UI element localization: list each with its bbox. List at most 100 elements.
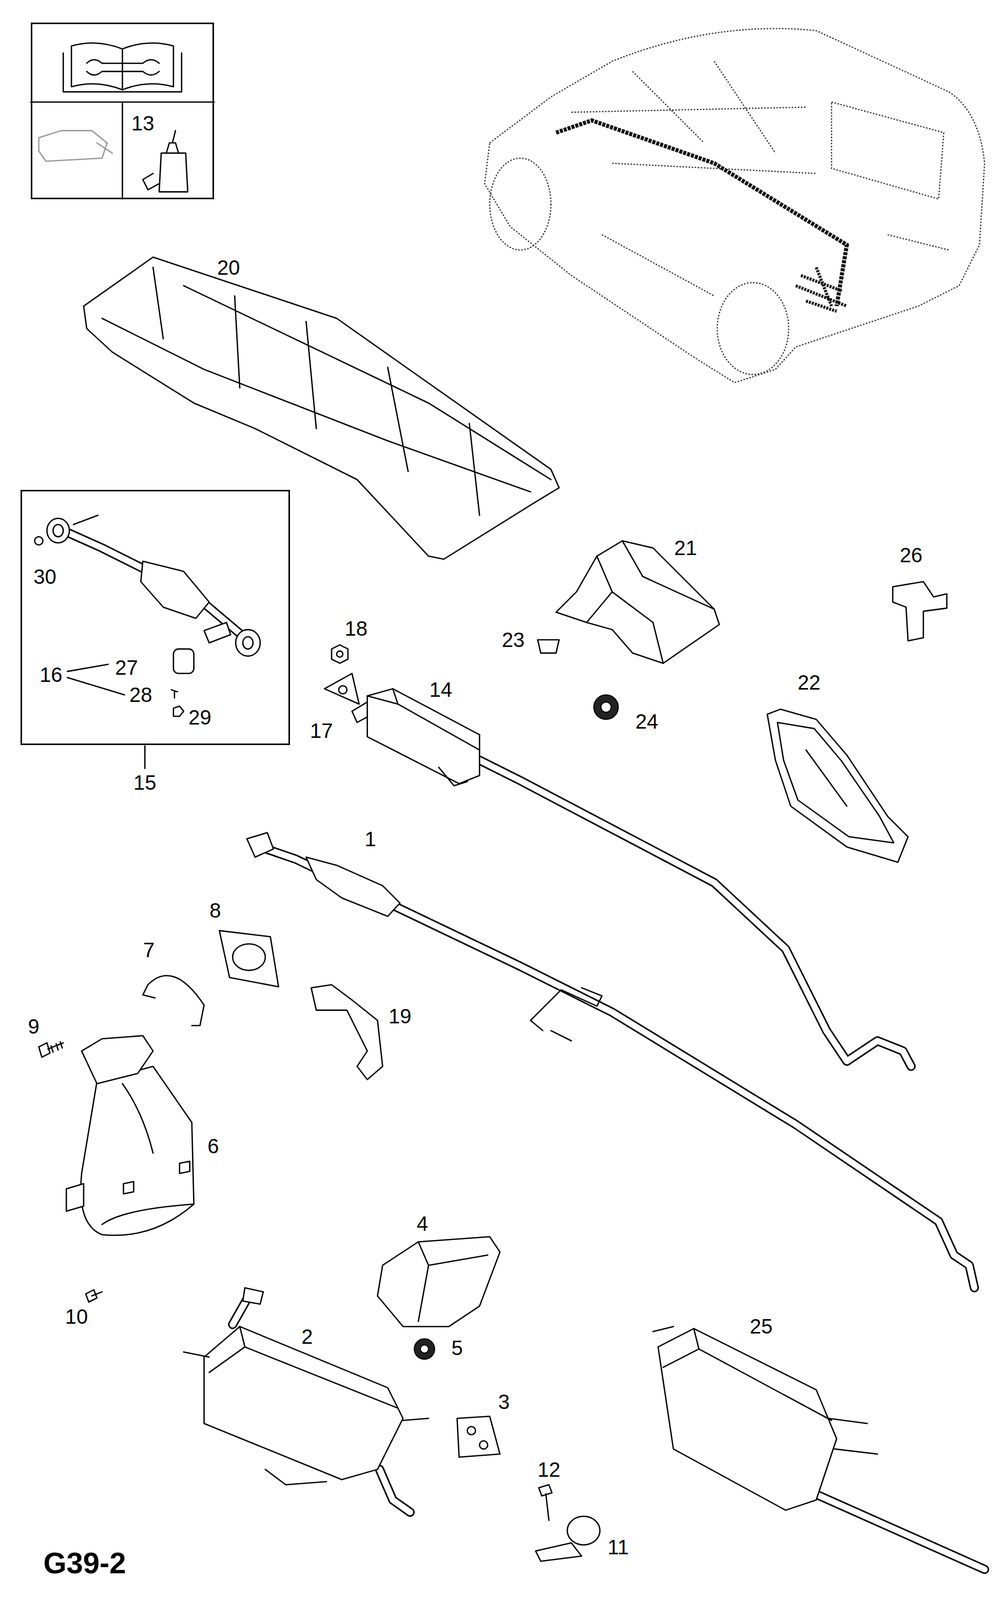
car-outline-line — [489, 158, 551, 250]
callout-number: 29 — [188, 706, 212, 728]
centre-silencer-line — [377, 1236, 500, 1327]
rear-silencer — [324, 644, 912, 1067]
centre-silencer-line — [467, 1425, 476, 1435]
symbol-box: 13 — [30, 22, 215, 200]
centre-silencer-line — [379, 1468, 411, 1512]
rear-silencer-line — [331, 644, 348, 664]
converter-parts-line — [91, 1291, 103, 1296]
converter-parts-line — [80, 1066, 194, 1235]
manual-icon-line — [30, 102, 215, 200]
converter-parts — [39, 930, 383, 1302]
tail-silencer — [535, 1325, 985, 1569]
front-pipe-inset-line — [34, 536, 44, 545]
shield-parts-line — [777, 722, 895, 843]
front-pipe-inset-line — [140, 560, 209, 618]
front-pipe-inset — [34, 515, 261, 769]
callout-number: 11 — [607, 1536, 630, 1557]
converter-parts-line — [232, 943, 266, 971]
rear-silencer-line — [367, 688, 480, 784]
front-pipe-inset-line — [63, 530, 245, 638]
rear-silencer-line — [336, 650, 343, 657]
exhaust-pipe-line — [260, 846, 975, 1287]
heat-shield-line — [83, 257, 559, 559]
converter-parts-line — [39, 1042, 51, 1057]
converter-parts-line — [81, 1035, 153, 1083]
exhaust-pipe-line — [246, 832, 274, 858]
callout-number: 24 — [635, 710, 659, 732]
callout-number: 30 — [33, 566, 57, 587]
callout-number: 14 — [429, 679, 453, 700]
heat-shield — [83, 257, 559, 559]
car-outline-line — [571, 61, 949, 296]
converter-parts-line — [219, 930, 279, 986]
rear-silencer-line — [338, 685, 347, 694]
shield-parts-line — [767, 708, 908, 862]
callout-number: 28 — [129, 684, 153, 705]
centre-silencer-line — [379, 1468, 411, 1512]
shield-parts-line — [537, 639, 560, 653]
tail-silencer-line — [805, 1488, 985, 1569]
manual-icon — [30, 43, 215, 200]
callout-number: 15 — [133, 771, 157, 793]
front-pipe-inset-line — [242, 636, 254, 649]
car-outline-line — [796, 267, 847, 312]
car-outline-line — [555, 120, 847, 306]
converter-parts-line — [142, 975, 204, 1025]
tail-silencer-line — [567, 1515, 601, 1545]
heat-shield-line — [102, 267, 552, 516]
callout-number: 13 — [131, 112, 155, 134]
converter-parts-line — [102, 1082, 195, 1224]
callout-number: 22 — [797, 671, 821, 693]
manual-icon-line — [159, 152, 188, 192]
exhaust-pipe — [246, 832, 975, 1288]
callout-number: 26 — [899, 544, 923, 566]
callout-number: 25 — [749, 1315, 773, 1337]
shield-parts-line — [593, 694, 619, 720]
centre-silencer — [183, 1236, 500, 1513]
manual-icon-line — [142, 130, 179, 190]
tail-silencer-line — [652, 1325, 878, 1454]
converter-parts-line — [47, 1041, 64, 1052]
callout-number: 17 — [310, 720, 334, 741]
callout-number: 12 — [537, 1458, 561, 1480]
shield-parts-line — [555, 540, 720, 663]
front-pipe-inset-line — [63, 530, 245, 638]
car-outline-line — [484, 28, 985, 383]
centre-silencer-line — [420, 1344, 429, 1353]
front-pipe-inset-line — [173, 705, 184, 717]
callout-number: 19 — [388, 1005, 412, 1027]
callout-number: 27 — [114, 656, 139, 678]
callout-number: 5 — [451, 1337, 463, 1358]
callout-number: 3 — [498, 1390, 510, 1412]
manual-icon-line — [86, 59, 160, 75]
inset-frame: 301627282915 — [20, 489, 290, 745]
converter-parts-line — [123, 1160, 190, 1194]
figure-code: G39-2 — [43, 1547, 126, 1578]
manual-icon-line — [63, 48, 182, 92]
car-outline — [484, 28, 985, 383]
callout-number: 23 — [501, 629, 526, 650]
centre-silencer-line — [479, 1440, 488, 1449]
shield-parts-line — [601, 701, 612, 712]
callout-number: 4 — [416, 1212, 429, 1234]
rear-silencer-line — [479, 759, 912, 1066]
centre-silencer-line — [414, 1338, 435, 1359]
shield-parts-line — [892, 581, 947, 641]
front-pipe-inset-line — [52, 524, 64, 537]
callout-number: 20 — [217, 257, 241, 278]
manual-icon-line — [39, 130, 113, 162]
front-pipe-inset-line — [171, 689, 178, 698]
front-pipe-inset-line — [67, 664, 145, 769]
callout-number: 8 — [209, 899, 221, 921]
tail-silencer-line — [545, 1493, 549, 1520]
callout-number: 7 — [143, 939, 155, 960]
shield-parts-line — [586, 540, 714, 663]
rear-silencer-line — [479, 759, 912, 1066]
converter-parts-line — [311, 984, 383, 1080]
callout-number: 10 — [65, 1305, 89, 1327]
callout-number: 9 — [27, 1015, 40, 1037]
car-outline-line — [717, 282, 789, 375]
rear-silencer-line — [324, 673, 360, 705]
